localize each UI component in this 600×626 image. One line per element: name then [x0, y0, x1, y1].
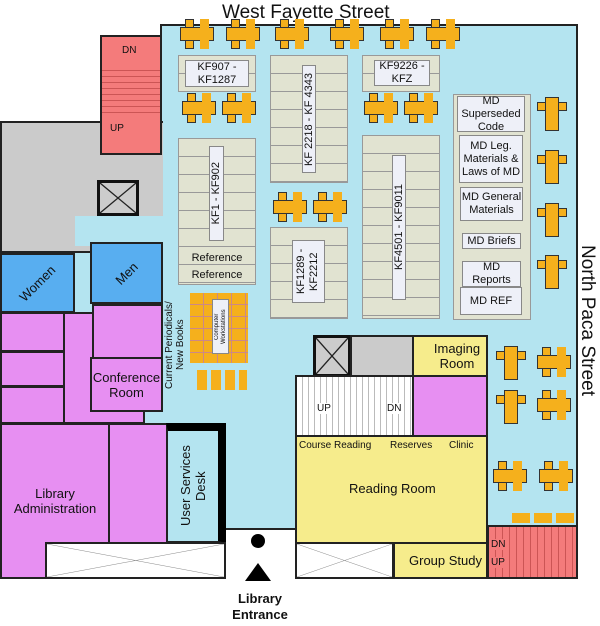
user-services-label: User Services Desk — [178, 445, 208, 527]
structural-void-west — [45, 542, 226, 579]
mechanical-room — [350, 335, 414, 377]
study-table — [537, 150, 567, 184]
shelf-reference-1: Reference — [191, 252, 243, 264]
periodicals-label: Current Periodicals/ New Books — [160, 295, 190, 395]
structural-void-east — [295, 542, 394, 579]
study-table — [380, 19, 414, 49]
shelf-label-kf1289: KF1289 - KF2212 — [292, 240, 325, 303]
entrance-line-1: Library — [237, 591, 283, 606]
md-briefs: MD Briefs — [462, 233, 521, 249]
clinic-label: Clinic — [449, 440, 474, 451]
study-table — [537, 97, 567, 131]
user-services-desk: User Services Desk — [166, 423, 226, 543]
stairwell-northwest: DN UP — [100, 35, 162, 155]
computer-workstations-label: Computer Workstations — [212, 299, 229, 354]
stair-treads — [102, 65, 160, 115]
stair-up-label: UP — [110, 123, 124, 134]
study-table — [493, 461, 527, 491]
shelf-reference-2: Reference — [191, 269, 243, 281]
md-ref: MD REF — [460, 287, 522, 315]
reading-room: Course Reading Reserves Clinic Reading R… — [295, 435, 488, 545]
library-entrance-label[interactable]: Library Entrance — [220, 591, 300, 623]
group-study-label: Group Study — [409, 553, 482, 568]
stairwell-southeast: DN UP — [487, 525, 578, 579]
study-table — [426, 19, 460, 49]
study-table — [537, 347, 571, 377]
office-2 — [0, 351, 65, 387]
stair-up-label: UP — [317, 403, 331, 414]
shelf-label-kf907: KF907 - KF1287 — [185, 60, 249, 87]
md-reports: MD Reports — [462, 261, 521, 287]
study-table — [182, 93, 216, 123]
shelf-label-kf2218: KF 2218 - KF 4343 — [302, 65, 316, 173]
study-table — [539, 461, 573, 491]
study-table — [404, 93, 438, 123]
study-table — [496, 346, 526, 380]
periodicals-text: Current Periodicals/ New Books — [164, 301, 186, 389]
entrance-line-2: Entrance — [232, 607, 288, 622]
study-table — [222, 93, 256, 123]
elevator-west — [97, 180, 139, 216]
study-table — [537, 255, 567, 289]
study-table — [330, 19, 364, 49]
conference-room: Conference Room — [90, 357, 163, 412]
study-table — [496, 390, 526, 424]
study-table — [313, 192, 347, 222]
street-north-paca: North Paca Street — [577, 245, 598, 397]
carrels-east — [512, 513, 574, 523]
men-label: Men — [112, 258, 141, 288]
md-superseded-code: MD Superseded Code — [457, 95, 525, 133]
study-table — [537, 203, 567, 237]
study-table — [275, 19, 309, 49]
study-table — [226, 19, 260, 49]
imaging-room-label: Imaging Room — [433, 341, 481, 371]
street-west-fayette: West Fayette Street — [222, 2, 390, 23]
md-leg-materials: MD Leg. Materials & Laws of MD — [459, 135, 523, 183]
office-4 — [92, 304, 163, 359]
study-table — [180, 19, 214, 49]
elevator-lobby — [75, 216, 163, 246]
stair-up-label: UP — [491, 557, 505, 568]
group-study: Group Study — [393, 542, 488, 579]
stair-dn-label: DN — [387, 403, 402, 414]
office-3 — [0, 386, 65, 424]
restroom-women: Women — [0, 253, 75, 313]
reserves-label: Reserves — [390, 440, 433, 451]
stairwell-center: UP DN — [295, 375, 414, 437]
shelf-label-kf4501: KF4501 - KF9011 — [392, 155, 406, 300]
imaging-room: Imaging Room — [412, 335, 488, 377]
library-administration-label: Library Administration — [13, 486, 97, 516]
reading-room-label: Reading Room — [349, 481, 436, 496]
stair-dn-label: DN — [122, 45, 137, 56]
conference-room-label: Conference Room — [92, 369, 161, 400]
shelf-label-kf1: KF1 - KF902 — [209, 146, 224, 241]
study-table — [537, 390, 571, 420]
computer-workstations-text: Computer Workstations — [213, 309, 227, 344]
restroom-men: Men — [90, 242, 163, 304]
entrance-arrow-icon[interactable] — [245, 563, 271, 581]
course-reading-label: Course Reading — [299, 440, 372, 451]
elevator-center — [313, 335, 351, 377]
women-label: Women — [16, 261, 59, 305]
stair-dn-label: DN — [491, 539, 506, 550]
study-carrels — [197, 370, 247, 390]
study-table — [273, 192, 307, 222]
office-1 — [0, 312, 65, 352]
shelf-label-kf9226: KF9226 - KFZ — [374, 60, 430, 86]
md-general-materials: MD General Materials — [460, 187, 523, 221]
study-table — [364, 93, 398, 123]
office-5 — [108, 423, 168, 545]
entrance-column — [251, 534, 265, 548]
office-center — [412, 375, 488, 437]
